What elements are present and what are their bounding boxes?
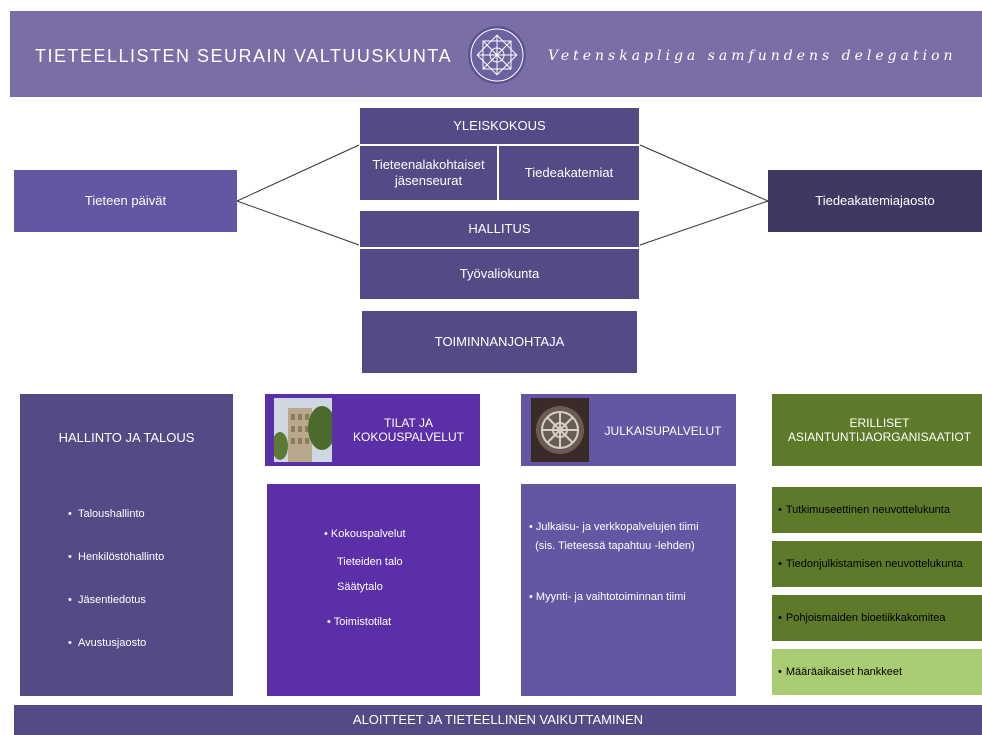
ornament-photo [531,398,589,462]
connector-left-bottom [236,200,360,246]
julkaisu-item1-line1: Julkaisu- ja verkkopalvelujen tiimi [535,521,699,533]
footer-label: ALOITTEET JA TIETEELLINEN VAIKUTTAMINEN [352,711,644,727]
erilliset-title-line1: ERILLISET [849,416,910,430]
connector-left-top [236,144,360,202]
sub-item: Säätytalo [337,581,383,593]
building-photo [274,398,332,462]
tilat-title-line2: KOKOUSPALVELUT [353,430,464,445]
list-item: • Julkaisu- ja verkkopalvelujen tiimi (s… [529,521,699,552]
erilliset-item-4: •Määräaikaiset hankkeet [772,649,982,695]
erilliset-item-label: Tiedonjulkistamisen neuvottelukunta [785,558,963,570]
hallinto-title: HALLINTO JA TALOUS [58,430,195,445]
erilliset-header: ERILLISET ASIANTUNTIJAORGANISAATIOT [772,394,982,466]
hallinto-column: HALLINTO JA TALOUS Taloushallinto Henkil… [20,394,233,696]
yleiskokous-label: YLEISKOKOUS [453,117,546,133]
connector-right-bottom [639,200,769,246]
julkaisu-item2: Myynti- ja vaihtotoiminnan tiimi [535,591,686,603]
erilliset-item-1: •Tutkimuseettinen neuvottelukunta [772,487,982,533]
erilliset-item-label: Määräaikaiset hankkeet [785,666,903,678]
julkaisu-column: • Julkaisu- ja verkkopalvelujen tiimi (s… [521,484,736,696]
academies-label: Tiedeakatemiat [524,164,614,180]
tyovaliokunta-box: Työvaliokunta [359,248,640,300]
tilat-item2: Toimistotilat [333,616,392,628]
tyovaliokunta-label: Työvaliokunta [459,265,540,281]
erilliset-title: ERILLISET ASIANTUNTIJAORGANISAATIOT [772,416,982,445]
toiminnanjohtaja-label: TOIMINNANJOHTAJA [434,333,565,349]
geometric-star-logo-icon [468,26,526,84]
list-item: • Myynti- ja vaihtotoiminnan tiimi [529,591,686,603]
tiedeakatemiajaosto-label: Tiedeakatemiajaosto [815,192,935,208]
tieteen-paivat-label: Tieteen päivät [84,192,167,208]
tilat-title: TILAT JA KOKOUSPALVELUT [341,416,476,445]
tiedeakatemiajaosto-box: Tiedeakatemiajaosto [768,170,982,232]
member-societies-line2: jäsenseurat [394,173,463,188]
list-item: • Toimistotilat [327,616,392,628]
julkaisu-header: JULKAISUPALVELUT [521,394,736,466]
list-item: Avustusjaosto [68,637,164,649]
list-item: Taloushallinto [68,508,164,520]
connector-right-top [639,144,769,202]
list-item: • Kokouspalvelut [324,528,406,540]
member-societies-label: Tieteenalakohtaiset jäsenseurat [372,157,484,190]
sub-item: Tieteiden talo [337,556,403,568]
yleiskokous-box: YLEISKOKOUS [359,107,640,145]
member-societies-line1: Tieteenalakohtaiset [372,156,485,172]
erilliset-item-label: Tutkimuseettinen neuvottelukunta [785,504,950,516]
member-societies-box: Tieteenalakohtaiset jäsenseurat [359,145,498,201]
hallitus-label: HALLITUS [468,220,531,236]
erilliset-item-3: •Pohjoismaiden bioetiikkakomitea [772,595,982,641]
tilat-title-line1: TILAT JA [384,416,433,430]
erilliset-title-line2: ASIANTUNTIJAORGANISAATIOT [787,430,972,445]
erilliset-item-2: •Tiedonjulkistamisen neuvottelukunta [772,541,982,587]
julkaisu-item1-line2: (sis. Tieteessä tapahtuu -lehden) [535,539,695,552]
org-title-finnish: TIETEELLISTEN SEURAIN VALTUUSKUNTA [35,46,453,66]
list-item: Jäsentiedotus [68,594,164,606]
tilat-item1: Kokouspalvelut [330,528,406,540]
toiminnanjohtaja-box: TOIMINNANJOHTAJA [362,311,637,373]
footer-bar: ALOITTEET JA TIETEELLINEN VAIKUTTAMINEN [14,705,982,735]
list-item: Henkilöstöhallinto [68,551,164,563]
academies-box: Tiedeakatemiat [498,145,640,201]
hallitus-box: HALLITUS [359,210,640,248]
erilliset-item-label: Pohjoismaiden bioetiikkakomitea [785,612,946,624]
tieteen-paivat-box: Tieteen päivät [14,170,237,232]
org-title-swedish: Vetenskapliga samfundens delegation [548,48,957,64]
hallinto-list: Taloushallinto Henkilöstöhallinto Jäsent… [68,508,164,649]
julkaisu-title: JULKAISUPALVELUT [604,424,722,438]
tilat-header: TILAT JA KOKOUSPALVELUT [265,394,480,466]
tilat-column: • Kokouspalvelut Tieteiden talo Säätytal… [267,484,480,696]
